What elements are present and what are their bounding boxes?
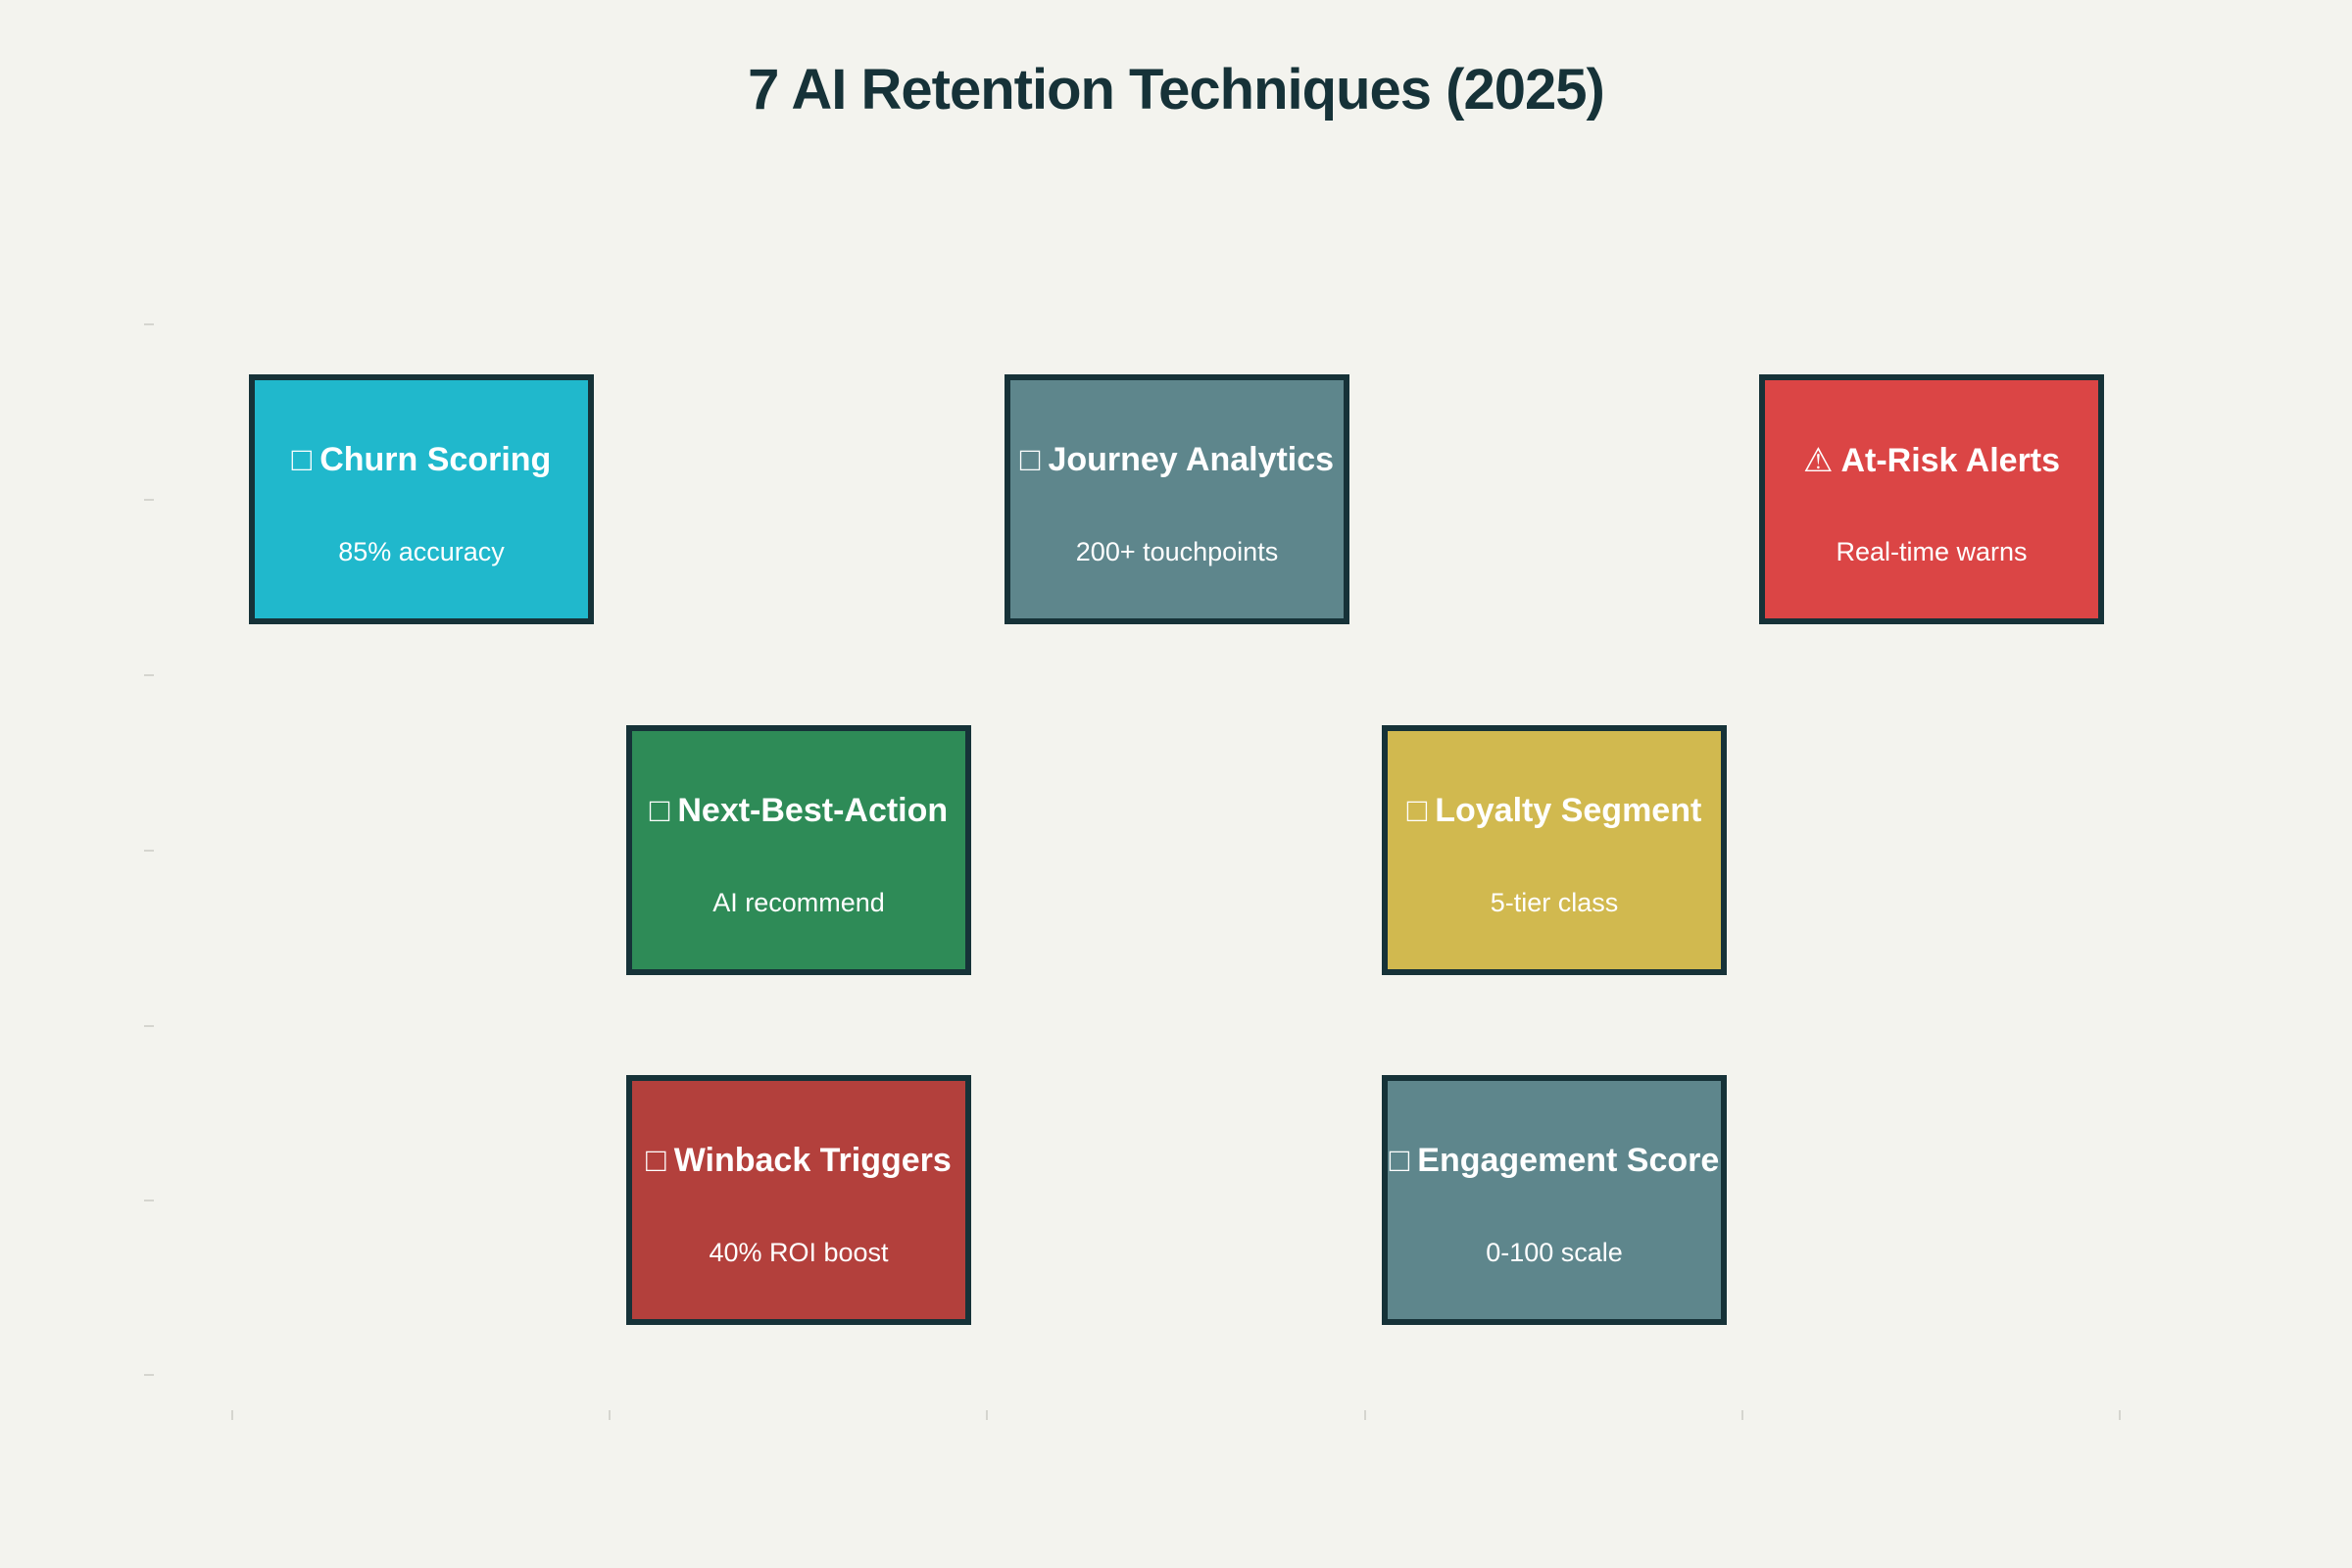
node-winback-triggers: □Winback Triggers 40% ROI boost — [626, 1075, 971, 1325]
y-axis-tick — [144, 323, 154, 325]
x-axis-tick — [1364, 1410, 1366, 1420]
y-axis-tick — [144, 1374, 154, 1376]
node-subtitle: 5-tier class — [1490, 888, 1619, 917]
node-subtitle: 40% ROI boost — [709, 1238, 889, 1267]
x-axis-tick — [231, 1410, 233, 1420]
y-axis-tick — [144, 1025, 154, 1027]
node-subtitle: Real-time warns — [1836, 537, 2028, 566]
x-axis-tick — [609, 1410, 611, 1420]
node-subtitle: 200+ touchpoints — [1075, 537, 1279, 566]
node-churn-scoring: □Churn Scoring 85% accuracy — [249, 374, 594, 624]
x-axis-tick — [2119, 1410, 2121, 1420]
y-axis-tick — [144, 674, 154, 676]
node-label: Winback Triggers — [673, 1142, 952, 1179]
node-title: ⚠At-Risk Alerts — [1765, 441, 2098, 480]
placeholder-icon: □ — [1019, 441, 1041, 478]
placeholder-icon: □ — [1389, 1142, 1410, 1179]
node-label: Engagement Score — [1417, 1142, 1720, 1179]
placeholder-icon: □ — [646, 1142, 666, 1179]
node-engagement-score: □Engagement Score 0-100 scale — [1382, 1075, 1727, 1325]
node-title: □Churn Scoring — [255, 441, 588, 479]
node-label: Churn Scoring — [319, 441, 552, 478]
node-journey-analytics: □Journey Analytics 200+ touchpoints — [1004, 374, 1349, 624]
x-axis-tick — [986, 1410, 988, 1420]
y-axis-tick — [144, 850, 154, 852]
node-title: □Next-Best-Action — [632, 792, 965, 830]
placeholder-icon: □ — [291, 441, 313, 478]
y-axis-tick — [144, 1200, 154, 1201]
node-at-risk-alerts: ⚠At-Risk Alerts Real-time warns — [1759, 374, 2104, 624]
placeholder-icon: □ — [1406, 792, 1428, 829]
node-subtitle: 0-100 scale — [1486, 1238, 1623, 1267]
node-label: At-Risk Alerts — [1840, 442, 2061, 479]
node-subtitle: 85% accuracy — [338, 537, 505, 566]
node-title: □Loyalty Segment — [1388, 792, 1721, 830]
placeholder-icon: □ — [649, 792, 670, 829]
diagram-title: 7 AI Retention Techniques (2025) — [748, 58, 1605, 122]
node-label: Journey Analytics — [1048, 441, 1335, 478]
node-next-best-action: □Next-Best-Action AI recommend — [626, 725, 971, 975]
node-loyalty-segment: □Loyalty Segment 5-tier class — [1382, 725, 1727, 975]
y-axis-tick — [144, 499, 154, 501]
node-title: □Engagement Score — [1388, 1142, 1721, 1180]
warning-icon: ⚠ — [1802, 442, 1834, 479]
x-axis-tick — [1741, 1410, 1743, 1420]
node-label: Loyalty Segment — [1435, 792, 1702, 829]
node-title: □Winback Triggers — [632, 1142, 965, 1180]
node-label: Next-Best-Action — [677, 792, 949, 829]
node-subtitle: AI recommend — [712, 888, 885, 917]
node-title: □Journey Analytics — [1010, 441, 1344, 479]
